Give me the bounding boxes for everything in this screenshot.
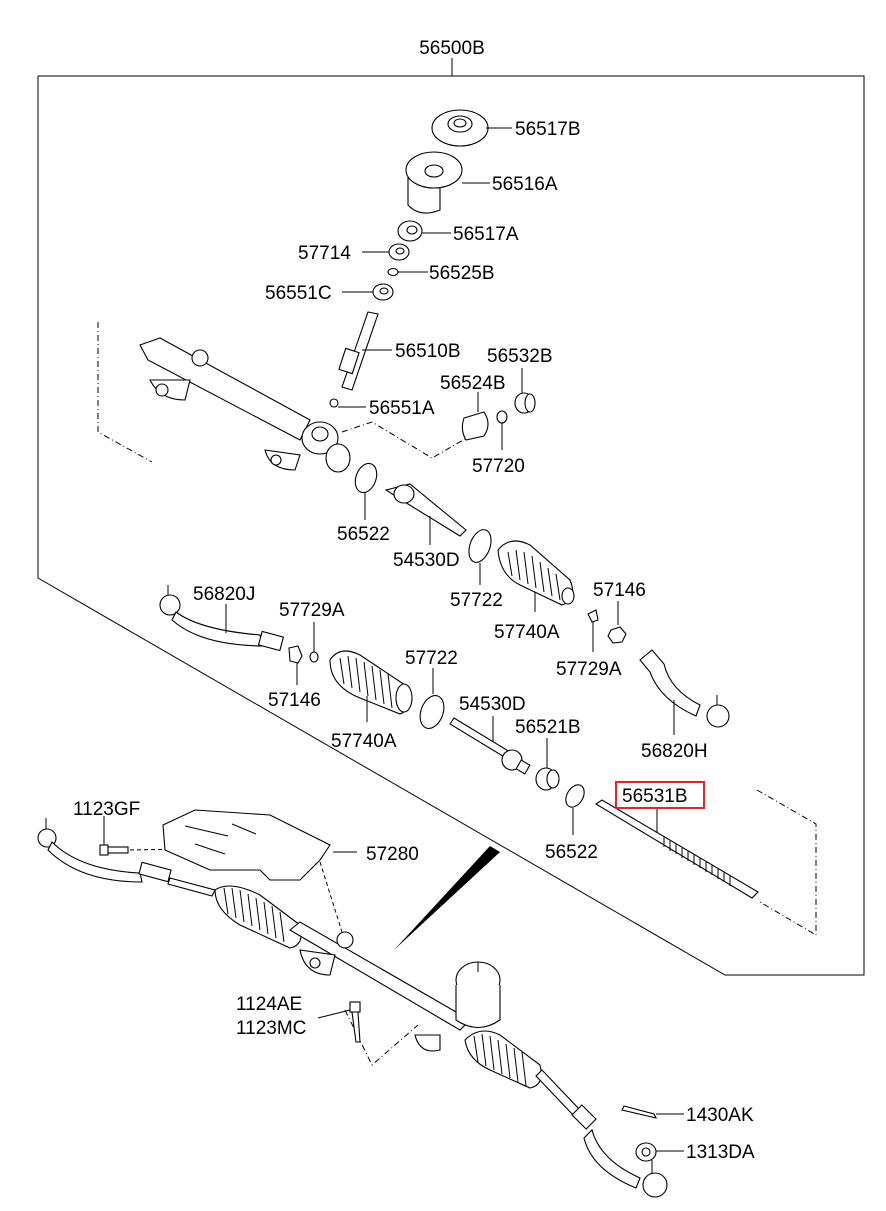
part-label-54530D-lower[interactable]: 54530D — [459, 694, 526, 715]
part-56525B-drawing — [387, 267, 428, 277]
part-1430AK-drawing — [621, 1105, 684, 1119]
part-label-56525B[interactable]: 56525B — [429, 263, 495, 284]
part-56531B-drawing — [594, 789, 817, 936]
part-label-56522-upper[interactable]: 56522 — [337, 524, 390, 545]
part-56522-lower-drawing — [565, 784, 585, 835]
part-label-56510B[interactable]: 56510B — [395, 341, 461, 362]
part-57722-lower-drawing — [419, 668, 445, 729]
part-1313DA-drawing — [635, 1142, 684, 1162]
gear-housing-upper-drawing — [97, 322, 471, 473]
part-57740A-lower-drawing — [329, 650, 413, 722]
part-label-57740A-upper[interactable]: 57740A — [494, 622, 560, 643]
part-label-57729A-lower[interactable]: 57729A — [279, 600, 345, 621]
part-label-1124AE[interactable]: 1124AE — [236, 994, 302, 1015]
part-56820H-drawing — [639, 649, 730, 735]
part-label-56820J[interactable]: 56820J — [193, 584, 255, 605]
part-57146-lower-drawing — [288, 645, 303, 685]
part-label-56551A[interactable]: 56551A — [369, 398, 435, 419]
part-label-56522-lower[interactable]: 56522 — [545, 842, 598, 863]
part-56522-upper-drawing — [354, 462, 378, 520]
part-57714-drawing — [362, 243, 410, 261]
part-56521B-drawing — [535, 738, 560, 791]
part-label-57740A-lower[interactable]: 57740A — [331, 731, 397, 752]
part-label-56517B[interactable]: 56517B — [515, 119, 581, 140]
part-label-56551C[interactable]: 56551C — [265, 283, 332, 304]
gear-assembly-lower-drawing — [37, 818, 668, 1198]
assembly-part-number[interactable]: 56500B — [419, 38, 485, 59]
part-56531B-highlight-box — [615, 781, 705, 809]
part-56820J-drawing — [159, 585, 285, 652]
part-1124AE-1123MC-drawing — [317, 1001, 361, 1043]
part-54530D-upper-drawing — [384, 483, 467, 545]
part-label-1313DA[interactable]: 1313DA — [686, 1142, 755, 1163]
part-label-56524B[interactable]: 56524B — [440, 373, 506, 394]
part-56532B-drawing — [514, 368, 536, 414]
part-57740A-upper-drawing — [497, 540, 575, 612]
view-direction-arrow — [394, 846, 500, 950]
part-56516A-drawing — [405, 151, 490, 214]
part-label-57280[interactable]: 57280 — [366, 844, 419, 865]
part-label-56531B[interactable]: 56531B — [622, 786, 688, 807]
part-label-57146-upper[interactable]: 57146 — [593, 580, 646, 601]
part-label-1123GF[interactable]: 1123GF — [73, 799, 140, 820]
part-57146-upper-drawing — [607, 601, 627, 644]
part-56517B-drawing — [431, 109, 512, 147]
part-label-57722-upper[interactable]: 57722 — [450, 590, 503, 611]
part-label-57729A-upper[interactable]: 57729A — [556, 659, 622, 680]
part-57729A-lower-drawing — [309, 622, 319, 663]
part-label-56516A[interactable]: 56516A — [492, 174, 558, 195]
part-56551C-drawing — [342, 283, 394, 301]
part-57729A-upper-drawing — [587, 609, 599, 652]
part-54530D-lower-drawing — [449, 716, 531, 775]
part-label-56532B[interactable]: 56532B — [487, 346, 553, 367]
part-56551A-drawing — [329, 398, 366, 408]
part-label-56521B[interactable]: 56521B — [515, 717, 581, 738]
part-label-57720[interactable]: 57720 — [472, 456, 525, 477]
part-label-56517A[interactable]: 56517A — [453, 224, 519, 245]
part-label-56820H[interactable]: 56820H — [641, 741, 708, 762]
part-label-1123MC[interactable]: 1123MC — [236, 1018, 306, 1039]
part-56524B-drawing — [461, 392, 489, 441]
part-label-1430AK[interactable]: 1430AK — [686, 1105, 754, 1126]
part-1123GF-drawing — [99, 816, 186, 856]
part-56517A-drawing — [397, 220, 451, 242]
assembly-bracket-outline — [37, 58, 865, 976]
part-57720-drawing — [496, 410, 508, 450]
part-56510B-drawing — [338, 311, 392, 391]
part-label-57722-lower[interactable]: 57722 — [405, 648, 458, 669]
part-57722-upper-drawing — [468, 529, 492, 585]
part-label-57714[interactable]: 57714 — [298, 243, 351, 264]
part-label-54530D-upper[interactable]: 54530D — [393, 550, 460, 571]
part-57280-drawing — [162, 809, 357, 933]
part-label-57146-lower[interactable]: 57146 — [268, 690, 321, 711]
